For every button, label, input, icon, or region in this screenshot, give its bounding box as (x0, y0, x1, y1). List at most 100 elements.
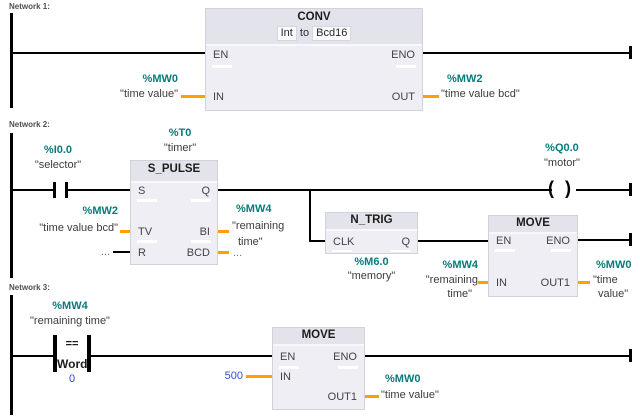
pin-q-underline (191, 199, 211, 202)
coil-name[interactable]: "motor" (544, 157, 580, 169)
wire-move-in-net2 (478, 281, 488, 284)
network1-label[interactable]: Network 1: (9, 2, 50, 11)
n-trig-block[interactable]: N_TRIG CLK Q (325, 212, 418, 254)
operand-address[interactable]: %MW0 (596, 259, 632, 271)
operand-name[interactable]: "time value" (381, 389, 439, 401)
no-contact[interactable] (53, 182, 68, 198)
wire-bcd-operand (218, 251, 229, 254)
pin-in: IN (213, 91, 224, 103)
pin-en: EN (496, 235, 512, 247)
wire-contact-to-spulse (68, 189, 130, 191)
compare-bar-left (53, 335, 57, 372)
contact-bar-right (65, 182, 68, 198)
wire-move-out1-net2 (578, 281, 590, 284)
datatype-to-dropdown[interactable]: Bcd16 (312, 26, 352, 41)
timer-name[interactable]: "timer" (163, 142, 197, 154)
wire-constant-to-in (246, 375, 272, 378)
memory-bit-name[interactable]: "memory" (347, 270, 396, 282)
contact-address[interactable]: %I0.0 (43, 144, 73, 156)
operand-address[interactable]: %MW0 (142, 73, 178, 85)
pin-eno: ENO (333, 351, 357, 363)
operand-name[interactable]: value" (598, 288, 629, 300)
output-coil[interactable]: ( ) (547, 179, 579, 197)
operand-address[interactable]: %MW2 (82, 205, 118, 217)
n-trig-header: N_TRIG (326, 213, 417, 231)
wire-rail-to-compare (13, 355, 53, 357)
operand-name[interactable]: "remaining (232, 220, 285, 232)
move-block-net2[interactable]: MOVE EN ENO IN OUT1 (488, 215, 578, 297)
n-trig-title: N_TRIG (350, 214, 393, 226)
compare-name[interactable]: "remaining time" (30, 315, 110, 327)
pin-out1: OUT1 (540, 277, 570, 289)
r-operand-placeholder[interactable]: ... (100, 246, 110, 258)
pin-q: Q (401, 236, 410, 248)
operand-address[interactable]: %MW0 (385, 373, 421, 385)
pin-eno: ENO (546, 235, 570, 247)
move-block-net3[interactable]: MOVE EN ENO IN OUT1 (272, 327, 365, 410)
pin-en-underline (495, 249, 515, 252)
pin-s: S (138, 185, 146, 197)
pin-in: IN (496, 277, 507, 289)
coil-open-paren: ( (548, 178, 554, 198)
pin-eno-underline (396, 65, 416, 68)
compare-bar-right (87, 335, 91, 372)
contact-name[interactable]: "selector" (34, 159, 82, 171)
pin-tv: TV (138, 226, 153, 238)
network2-label[interactable]: Network 2: (9, 120, 50, 129)
datatype-from-dropdown[interactable]: Int (276, 26, 297, 41)
wire-compare-to-move (91, 355, 272, 357)
pin-en: EN (280, 351, 296, 363)
compare-address[interactable]: %MW4 (52, 300, 88, 312)
power-rail-net2 (10, 133, 13, 278)
compare-datatype-dropdown[interactable]: Word (57, 357, 88, 371)
wire-out-operand (423, 95, 439, 98)
conv-title: CONV (297, 11, 331, 23)
branch-wire-down (309, 189, 311, 242)
network3-label[interactable]: Network 3: (9, 283, 50, 292)
pin-in: IN (280, 371, 291, 383)
compare-operator: == (65, 338, 79, 350)
operand-name[interactable]: time" (447, 288, 472, 300)
operand-name[interactable]: "time (593, 274, 618, 286)
wire-end-tick-net1 (629, 46, 632, 59)
operand-address[interactable]: %MW4 (236, 203, 272, 215)
compare-contact[interactable]: == Word (53, 335, 91, 372)
coil-close-paren: ) (565, 178, 571, 198)
pin-clk: CLK (333, 236, 355, 248)
pin-bcd: BCD (186, 247, 210, 259)
operand-address[interactable]: %MW2 (447, 73, 483, 85)
operand-address[interactable]: %MW4 (442, 259, 478, 271)
operand-name[interactable]: "time value" (120, 88, 178, 100)
coil-address[interactable]: %Q0.0 (545, 142, 579, 154)
s-pulse-block[interactable]: S_PULSE S Q TV BI R BCD (130, 160, 218, 265)
power-rail-net1 (10, 13, 13, 108)
pin-bi-underline (191, 240, 211, 243)
move-title: MOVE (516, 217, 550, 229)
wire-coil-to-end (576, 189, 632, 191)
wire-tv-operand (120, 230, 130, 233)
bcd-operand-placeholder[interactable]: ... (233, 247, 243, 259)
operand-name[interactable]: "remaining (425, 274, 478, 286)
pin-out: OUT (391, 91, 415, 103)
in-constant[interactable]: 500 (224, 370, 243, 382)
memory-bit-address[interactable]: %M6.0 (354, 256, 389, 268)
s-pulse-title: S_PULSE (147, 163, 201, 175)
wire-q-to-coil (218, 189, 552, 191)
wire-move-out1-net3 (365, 395, 379, 398)
operand-name[interactable]: "time value bcd" (39, 222, 118, 234)
wire-ntrig-to-move (418, 240, 488, 242)
wire-r-operand (113, 251, 130, 253)
wire-to-contact (13, 189, 53, 191)
timer-address[interactable]: %T0 (168, 127, 192, 139)
pin-clk-underline (332, 250, 352, 252)
move-header: MOVE (273, 328, 364, 346)
pin-en: EN (213, 49, 229, 61)
compare-value[interactable]: 0 (68, 373, 76, 385)
conv-block[interactable]: CONV Int to Bcd16 EN ENO IN OUT (205, 8, 423, 111)
wire-move-eno-net2 (578, 239, 632, 241)
power-rail-net3 (10, 295, 13, 415)
operand-name[interactable]: "time value bcd" (441, 88, 520, 100)
move-header: MOVE (489, 216, 577, 234)
operand-name[interactable]: time" (238, 236, 263, 248)
